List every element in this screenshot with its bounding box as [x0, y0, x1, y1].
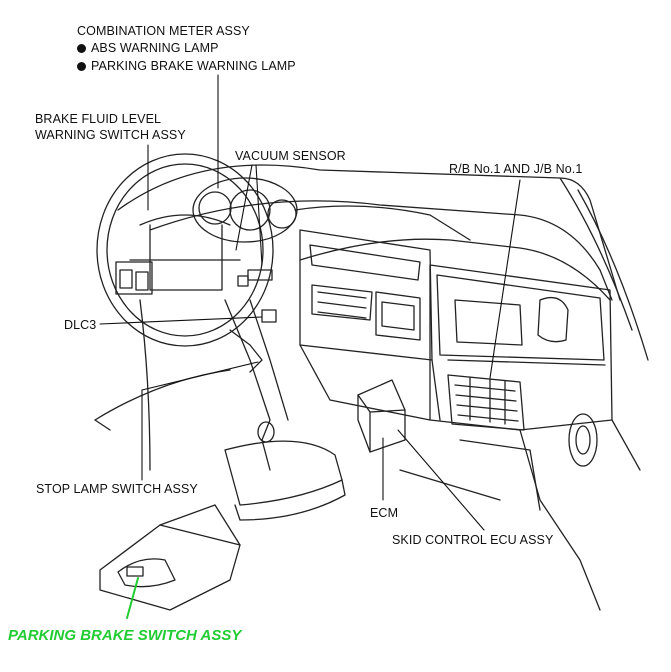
leader-vacuum-1 — [235, 164, 253, 251]
label-dlc3: DLC3 — [64, 318, 97, 332]
steering-wheel — [96, 153, 274, 347]
right-vent — [568, 413, 598, 467]
label-parking-lamp-row: PARKING BRAKE WARNING LAMP — [77, 59, 296, 74]
center-tunnel — [224, 440, 343, 506]
glovebox-vent — [537, 296, 569, 343]
steering-column — [224, 299, 271, 441]
label-parking-brake-switch: PARKING BRAKE SWITCH ASSY — [8, 627, 242, 644]
bullet-icon — [77, 62, 86, 71]
label-vacuum-sensor: VACUUM SENSOR — [235, 149, 346, 163]
label-parking-lamp: PARKING BRAKE WARNING LAMP — [91, 59, 296, 73]
center-console — [299, 229, 433, 361]
leader-dlc3 — [99, 316, 263, 325]
leader-skid — [397, 429, 485, 531]
bullet-icon — [77, 44, 86, 53]
label-abs-lamp-row: ABS WARNING LAMP — [77, 41, 219, 56]
parking-brake-switch — [126, 566, 144, 577]
label-rb-jb: R/B No.1 AND J/B No.1 — [449, 162, 583, 176]
leader-rb-jb — [489, 179, 521, 379]
green-pointer-line — [126, 577, 139, 619]
parking-brake-console — [99, 524, 241, 611]
label-combination-meter: COMBINATION METER ASSY — [77, 24, 250, 38]
label-ecm: ECM — [370, 506, 399, 520]
label-abs-lamp: ABS WARNING LAMP — [91, 41, 219, 55]
floor-line — [94, 369, 231, 421]
windshield-frame — [117, 164, 621, 301]
ecm-box — [357, 379, 406, 453]
label-skid-control: SKID CONTROL ECU ASSY — [392, 533, 554, 547]
leader-vacuum-2 — [255, 164, 263, 266]
combination-meter — [192, 177, 298, 243]
dlc3-connector — [261, 309, 277, 323]
leader-stop-lamp — [141, 361, 259, 481]
label-stop-lamp: STOP LAMP SWITCH ASSY — [36, 482, 198, 496]
label-brake-fluid-line2: WARNING SWITCH ASSY — [35, 128, 186, 142]
junction-block — [447, 374, 525, 431]
label-brake-fluid-line1: BRAKE FLUID LEVEL — [35, 112, 162, 126]
dashboard-top — [149, 200, 613, 301]
